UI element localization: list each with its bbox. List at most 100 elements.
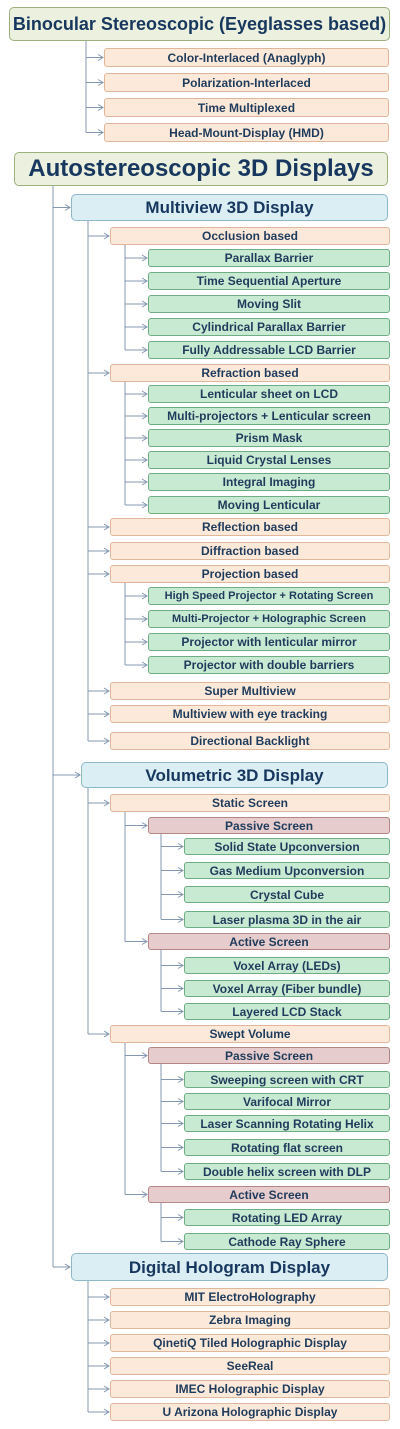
arrowhead-double_helix: [177, 1168, 184, 1175]
node-zebra: Zebra Imaging: [110, 1311, 390, 1329]
arrowhead-solid_state: [177, 843, 184, 850]
node-varifocal: Varifocal Mirror: [184, 1093, 390, 1110]
node-rot-led: Rotating LED Array: [184, 1209, 390, 1226]
node-projection: Projection based: [110, 565, 390, 583]
arrowhead-dir_backlight: [103, 737, 110, 745]
node-multiproj-lent: Multi-projectors + Lenticular screen: [148, 407, 390, 425]
arrowhead-time_multiplexed: [97, 104, 104, 111]
arrowhead-occlusion: [103, 232, 110, 240]
node-swept: Swept Volume: [110, 1025, 390, 1043]
arrowhead-voxel_led: [177, 962, 184, 969]
node-crt-sphere: Cathode Ray Sphere: [184, 1233, 390, 1250]
arrowhead-mv_eye: [103, 710, 110, 718]
arrowhead-lenticular_lcd: [141, 390, 148, 398]
arrowhead-varifocal: [177, 1098, 184, 1105]
arrowhead-rot_led: [177, 1214, 184, 1221]
node-volumetric: Volumetric 3D Display: [81, 762, 388, 788]
node-laser-plasma: Laser plasma 3D in the air: [184, 911, 390, 928]
node-fully-lcd: Fully Addressable LCD Barrier: [148, 341, 390, 359]
node-mit: MIT ElectroHolography: [110, 1288, 390, 1306]
arrowhead-hologram: [64, 1263, 71, 1271]
node-anaglyph: Color-Interlaced (Anaglyph): [104, 48, 389, 67]
arrowhead-seereal: [103, 1362, 110, 1370]
node-prism-mask: Prism Mask: [148, 429, 390, 447]
arrowhead-polarization: [97, 79, 104, 86]
arrowhead-proj_lent_mirror: [141, 638, 148, 646]
node-moving-slit: Moving Slit: [148, 295, 390, 313]
arrowhead-mp_holo: [141, 615, 148, 623]
arrowhead-zebra: [103, 1316, 110, 1324]
arrowhead-arizona: [103, 1408, 110, 1416]
node-solid-state: Solid State Upconversion: [184, 838, 390, 855]
node-layered-lcd: Layered LCD Stack: [184, 1003, 390, 1020]
arrowhead-volumetric: [74, 771, 81, 779]
arrowhead-swept: [103, 1030, 110, 1038]
arrowhead-crystal_cube: [177, 891, 184, 898]
arrowhead-sweep_crt: [177, 1076, 184, 1083]
arrowhead-active1: [141, 938, 148, 945]
arrowhead-hmd: [97, 129, 104, 136]
node-time-seq-aperture: Time Sequential Aperture: [148, 272, 390, 290]
node-lenticular-lcd: Lenticular sheet on LCD: [148, 385, 390, 403]
node-time-multiplexed: Time Multiplexed: [104, 98, 389, 117]
arrowhead-multiview: [64, 204, 71, 211]
node-hs-proj: High Speed Projector + Rotating Screen: [148, 587, 390, 605]
arrowhead-parallax_barrier: [141, 254, 148, 262]
arrowhead-moving_slit: [141, 300, 148, 308]
node-binocular: Binocular Stereoscopic (Eyeglasses based…: [9, 7, 390, 41]
arrowhead-imec: [103, 1385, 110, 1393]
node-voxel-fiber: Voxel Array (Fiber bundle): [184, 980, 390, 997]
arrowhead-passive1: [141, 822, 148, 829]
node-diffraction: Diffraction based: [110, 542, 390, 560]
arrowhead-hs_proj: [141, 592, 148, 600]
node-gas-medium: Gas Medium Upconversion: [184, 862, 390, 879]
arrowhead-crt_sphere: [177, 1238, 184, 1245]
arrowhead-laser_plasma: [177, 916, 184, 923]
node-occlusion: Occlusion based: [110, 227, 390, 245]
node-super-mv: Super Multiview: [110, 682, 390, 700]
node-proj-double: Projector with double barriers: [148, 656, 390, 674]
node-lc-lenses: Liquid Crystal Lenses: [148, 451, 390, 469]
node-polarization: Polarization-Interlaced: [104, 73, 389, 92]
arrowhead-reflection: [103, 523, 110, 531]
arrowhead-mit: [103, 1293, 110, 1301]
arrowhead-time_seq_aperture: [141, 277, 148, 285]
arrowhead-fully_lcd: [141, 346, 148, 354]
node-imec: IMEC Holographic Display: [110, 1380, 390, 1398]
arrowhead-gas_medium: [177, 867, 184, 874]
arrowhead-cyl_parallax: [141, 323, 148, 331]
node-passive2: Passive Screen: [148, 1047, 390, 1064]
arrowhead-diffraction: [103, 547, 110, 555]
arrowhead-rot_flat: [177, 1144, 184, 1151]
node-autostereo: Autostereoscopic 3D Displays: [14, 152, 388, 186]
arrowhead-moving_lent: [141, 501, 148, 509]
node-mv-eye: Multiview with eye tracking: [110, 705, 390, 723]
node-voxel-led: Voxel Array (LEDs): [184, 957, 390, 974]
arrowhead-refraction: [103, 369, 110, 377]
arrowhead-multiproj_lent: [141, 412, 148, 420]
node-active2: Active Screen: [148, 1186, 390, 1203]
arrowhead-laser_helix: [177, 1120, 184, 1127]
node-rot-flat: Rotating flat screen: [184, 1139, 390, 1156]
arrowhead-projection: [103, 570, 110, 578]
arrowhead-prism_mask: [141, 434, 148, 442]
arrowhead-qinetiq: [103, 1339, 110, 1347]
arrowhead-proj_double: [141, 661, 148, 669]
node-mp-holo: Multi-Projector + Holographic Screen: [148, 610, 390, 628]
node-active1: Active Screen: [148, 933, 390, 950]
node-passive1: Passive Screen: [148, 817, 390, 834]
node-hmd: Head-Mount-Display (HMD): [104, 123, 389, 142]
node-proj-lent-mirror: Projector with lenticular mirror: [148, 633, 390, 651]
arrowhead-super_mv: [103, 687, 110, 695]
node-parallax-barrier: Parallax Barrier: [148, 249, 390, 267]
node-moving-lent: Moving Lenticular: [148, 496, 390, 514]
arrowhead-voxel_fiber: [177, 985, 184, 992]
arrowhead-passive2: [141, 1052, 148, 1059]
arrowhead-static_screen: [103, 799, 110, 807]
node-sweep-crt: Sweeping screen with CRT: [184, 1071, 390, 1088]
node-double-helix: Double helix screen with DLP: [184, 1163, 390, 1180]
arrowhead-lc_lenses: [141, 456, 148, 464]
node-reflection: Reflection based: [110, 518, 390, 536]
